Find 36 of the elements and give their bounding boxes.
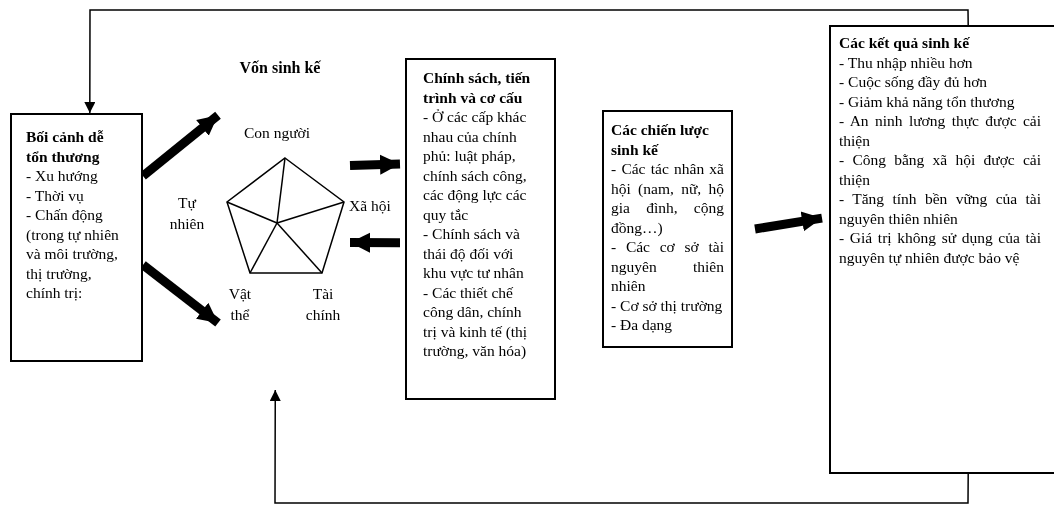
list-item: - Đa dạng: [611, 315, 674, 335]
list-item: - Cuộc sống đầy đủ hơn: [839, 72, 989, 92]
list-item: - Công bằng xã hội được cải thiện: [839, 150, 1041, 189]
list-item: - An ninh lương thực được cải thiện: [839, 111, 1041, 150]
policy-box: [405, 58, 556, 400]
context-box: [10, 113, 143, 362]
block-arrow: [350, 232, 400, 253]
list-item: - Các tác nhân xã hội (nam, nữ, hộ gia đình, cộng đồng…): [611, 159, 724, 237]
block-arrow: [349, 154, 401, 175]
list-item: - Cơ sở thị trường: [611, 295, 724, 315]
box-heading: Bối cảnh dễ tổn thương: [26, 127, 105, 166]
box-heading: Chính sách, tiến trình và cơ cấu: [423, 68, 532, 107]
box-heading: Các chiến lược sinh kế: [611, 120, 710, 159]
feedback-arrow: [269, 389, 969, 504]
list-item: - Thời vụ: [26, 185, 85, 205]
outcome-box: [829, 25, 1054, 474]
block-arrow: [754, 211, 823, 234]
list-item: - Các thiết chế công dân, chính trị và kinh tế (thị trường, văn hóa): [423, 282, 529, 361]
list-item: - Giá trị không sử dụng của tài nguyên tự nhiên được bảo vệ: [839, 228, 1041, 267]
strategy-box: [602, 110, 733, 348]
asset-label: Xã hội: [348, 196, 392, 216]
list-item: - Xu hướng: [26, 166, 99, 186]
asset-label: Con người: [242, 123, 312, 143]
list-item: - Chấn động (trong tự nhiên và môi trường, thị trường, chính trị:: [26, 205, 120, 303]
list-item: - Chính sách và thái độ đối với khu vực tư nhân: [423, 224, 525, 283]
list-item: - Ở các cấp khác nhau của chính phủ: luật pháp, chính sách công, các động lực các quy tắc: [423, 107, 528, 224]
section-heading: Vốn sinh kế: [238, 58, 322, 78]
list-item: - Các cơ sở tài nguyên thiên nhiên: [611, 237, 724, 296]
asset-label: Tài chính: [304, 284, 342, 325]
list-item: - Giảm khả năng tổn thương: [839, 91, 1016, 111]
asset-label: Tự nhiên: [168, 193, 206, 234]
asset-label: Vật thể: [227, 284, 253, 325]
box-heading: Các kết quả sinh kế: [839, 33, 971, 53]
feedback-arrow: [84, 9, 969, 114]
list-item: - Thu nhập nhiều hơn: [839, 52, 974, 72]
list-item: - Tăng tính bền vững của tài nguyên thiên nhiên: [839, 189, 1041, 228]
